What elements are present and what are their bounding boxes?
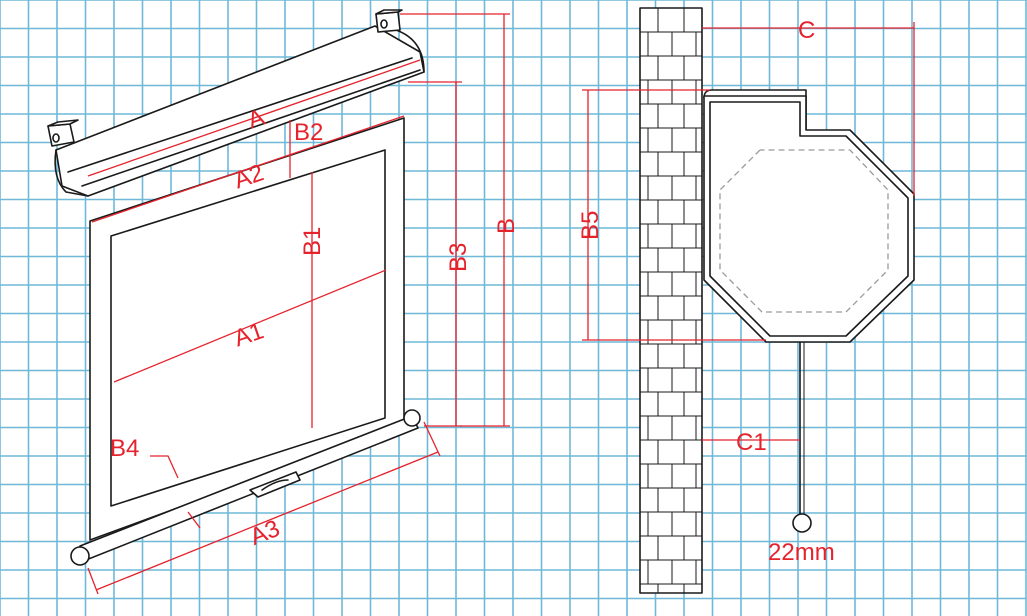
octagon-cassette-inner [709,101,909,337]
bottom-rail-end-cap-right [403,409,421,427]
dimension-line-a1 [113,269,387,383]
headrail-edge-line [67,57,413,173]
dimension-line-a2 [91,115,405,223]
label-a3: A3 [246,515,283,551]
hidden-roller-outline [719,149,889,313]
label-b3: B3 [445,243,472,272]
dimension-line-a [87,59,421,177]
label-b1: B1 [299,227,326,256]
bottom-rail-end-cap-left [70,546,90,566]
front-view-dimensions [87,13,510,595]
octagon-cassette [703,95,915,343]
label-c: C [798,17,815,44]
right-bracket [375,9,403,33]
pull-handle-detail [261,479,289,491]
left-bracket [47,119,79,147]
window-opening [110,149,386,507]
pull-handle [249,471,301,498]
dimension-tick-a3-right [423,421,441,457]
brick-wall [639,7,703,594]
side-view [639,7,915,594]
dimension-leader-b4 [150,455,179,479]
label-b4: B4 [110,435,139,462]
headrail-end-left [54,149,89,197]
label-b: B [493,218,520,234]
label-c1: C1 [736,429,767,456]
headrail-edge-line-2 [81,69,421,187]
label-b2: B2 [294,119,323,146]
dimension-tick-b4 [187,511,201,529]
pull-knob [792,513,812,533]
label-b5: B5 [577,211,604,240]
label-pull-knob-size: 22mm [768,539,835,566]
front-view [47,9,425,566]
dimension-line-a3 [95,451,439,591]
dimension-tick-a3-left [87,567,99,595]
headrail-end-right [395,29,425,73]
wall-body [639,7,703,594]
side-view-dimensions [582,22,915,441]
